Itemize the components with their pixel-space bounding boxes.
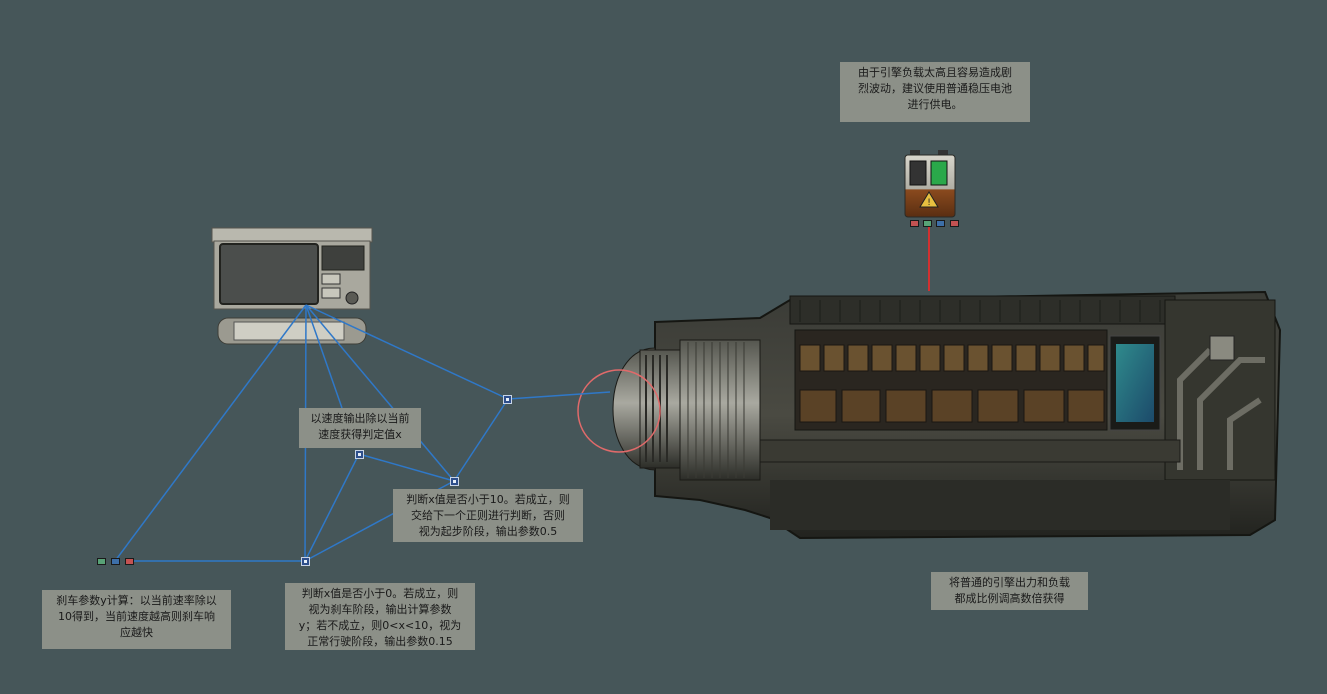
judge0-note[interactable]: 判断x值是否小于0。若成立，则 视为刹车阶段，输出计算参数 y；若不成立，则0<… — [285, 583, 475, 650]
engine-note[interactable]: 将普通的引擎出力和负载 都成比例调高数倍获得 — [931, 572, 1088, 610]
brake-calc-pin[interactable] — [111, 558, 120, 565]
battery-warning-icon[interactable]: ! — [904, 150, 956, 218]
battery-pin-1[interactable] — [910, 220, 919, 227]
wire-node[interactable] — [301, 557, 310, 566]
wire-node[interactable] — [355, 450, 364, 459]
speed-note[interactable]: 以速度输出除以当前 速度获得判定值x — [299, 408, 421, 448]
brake-input-pin[interactable] — [97, 558, 106, 565]
battery-pin-2[interactable] — [923, 220, 932, 227]
wire-node[interactable] — [450, 477, 459, 486]
battery-pin-3[interactable] — [936, 220, 945, 227]
computer-terminal-icon[interactable] — [211, 227, 373, 345]
judge10-note[interactable]: 判断x值是否小于10。若成立，则 交给下一个正则进行判断，否则 视为起步阶段，输… — [393, 489, 583, 542]
brake-note[interactable]: 刹车参数y计算：以当前速率除以 10得到，当前速度越高则刹车响 应越快 — [42, 590, 231, 649]
battery-note[interactable]: 由于引擎负载太高且容易造成剧 烈波动，建议使用普通稳压电池 进行供电。 — [840, 62, 1030, 122]
battery-pin-4[interactable] — [950, 220, 959, 227]
svg-text:!: ! — [927, 198, 931, 208]
wire-node[interactable] — [503, 395, 512, 404]
engine-input-highlight — [577, 369, 661, 453]
brake-output-pin[interactable] — [125, 558, 134, 565]
engine[interactable] — [577, 290, 1282, 540]
